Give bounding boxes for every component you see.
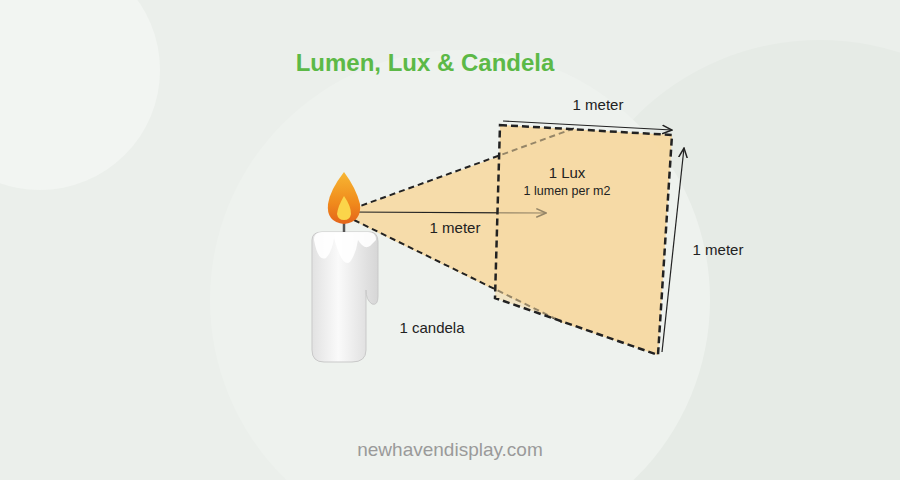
area-outline	[495, 125, 672, 355]
candle	[312, 172, 378, 362]
dimension-label: 1 meter	[430, 219, 481, 236]
text-group: 1 Lux1 lumen per m2	[503, 163, 631, 200]
watermark: newhavendisplay.com	[357, 439, 543, 461]
unit-name: 1 Lux	[503, 163, 631, 183]
candle-label: 1 candela	[399, 319, 464, 336]
dimension-label: 1 meter	[573, 96, 624, 113]
background-shape	[210, 50, 710, 480]
lit-area: 1 Lux1 lumen per m2	[495, 125, 672, 355]
background-shape	[0, 0, 160, 190]
dimension-label: 1 meter	[693, 241, 744, 258]
unit-definition: 1 lumen per m2	[503, 183, 631, 200]
lit-square	[495, 125, 672, 355]
light-cone	[350, 125, 672, 355]
title: Lumen, Lux & Candela	[296, 49, 555, 77]
